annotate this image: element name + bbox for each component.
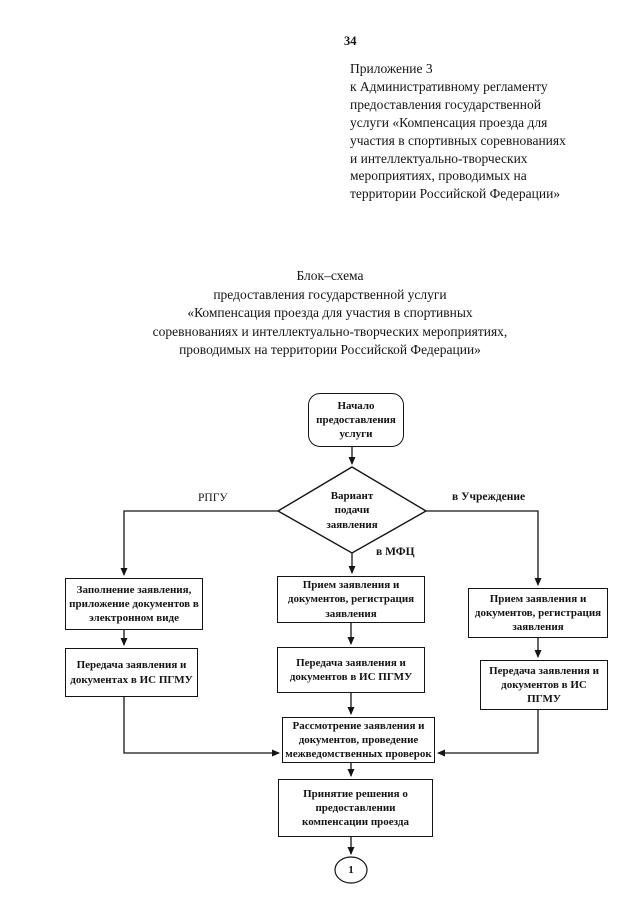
branch-label-mfc: в МФЦ xyxy=(376,546,415,558)
arrow-decision-to-rpgu xyxy=(120,510,278,576)
arrow-decision-to-institution xyxy=(426,510,542,586)
connector-circle-shape xyxy=(334,856,368,884)
rpgu-fill-node: Заполнение заявления, приложение докумен… xyxy=(65,578,203,630)
connector-arrows xyxy=(120,447,542,855)
institution-receive-node: Прием заявления и документов, регистраци… xyxy=(468,588,608,638)
mfc-transfer-node: Передача заявления и документов в ИС ПГМ… xyxy=(277,647,425,693)
page-number: 34 xyxy=(344,34,357,48)
document-title: Блок–схема предоставления государственно… xyxy=(152,268,508,357)
mfc-receive-node: Прием заявления и документов, регистраци… xyxy=(277,576,425,623)
rpgu-transfer-node: Передача заявления и документах в ИС ПГМ… xyxy=(65,648,198,697)
branch-label-institution: в Учреждение xyxy=(452,491,526,503)
appendix-header: Приложение 3 к Административному регламе… xyxy=(350,61,566,202)
branch-label-rpgu: РПГУ xyxy=(198,492,228,504)
decision-node-label: Вариант подачи заявления xyxy=(326,490,378,531)
institution-transfer-node: Передача заявления и документов в ИС ПГМ… xyxy=(480,660,608,710)
connector-circle-label: 1 xyxy=(348,864,354,876)
decision-diamond-shape xyxy=(276,466,428,554)
review-node: Рассмотрение заявления и документов, про… xyxy=(282,717,435,763)
arrow-institution-to-review xyxy=(437,710,539,757)
start-node: Начало предоставления услуги xyxy=(308,393,404,447)
arrow-rpgu-to-review xyxy=(123,697,280,757)
final-decision-node: Принятие решения о предоставлении компен… xyxy=(278,779,433,837)
